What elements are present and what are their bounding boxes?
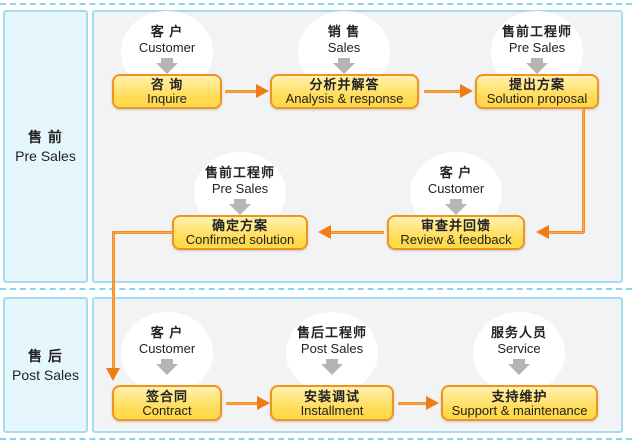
step-solution-proposal: 提出方案 Solution proposal — [475, 74, 599, 109]
step-label-zh: 提出方案 — [508, 77, 565, 92]
step-label-zh: 支持维护 — [491, 388, 548, 404]
arrow-line — [548, 230, 584, 234]
role-service-staff: 服务人员 Service — [473, 312, 565, 394]
step-label-en: Analysis & response — [285, 91, 404, 106]
arrow-line — [225, 89, 256, 93]
step-label-zh: 咨 询 — [150, 77, 184, 92]
step-confirmed-solution: 确定方案 Confirmed solution — [172, 215, 308, 250]
role-label-zh: 客 户 — [439, 165, 473, 180]
postsales-sidebar-label-zh: 售 后 — [28, 347, 63, 364]
arrow-head-right-icon — [426, 396, 439, 410]
down-arrow-icon — [229, 199, 251, 215]
arrow-line — [226, 401, 257, 405]
step-label-en: Inquire — [147, 91, 187, 106]
down-arrow-icon — [526, 58, 548, 74]
role-label-en: Pre Sales — [211, 181, 269, 196]
role-label-zh: 销 售 — [327, 24, 361, 39]
role-postsales-engineer: 售后工程师 Post Sales — [286, 312, 378, 394]
role-label-zh: 售前工程师 — [204, 165, 275, 180]
step-label-en: Review & feedback — [400, 232, 512, 247]
role-label-en: Sales — [327, 40, 361, 55]
presales-sidebar-label-en: Pre Sales — [15, 148, 76, 164]
step-contract: 签合同 Contract — [112, 385, 222, 421]
role-label-en: Post Sales — [300, 341, 364, 356]
step-installment: 安装调试 Installment — [270, 385, 394, 421]
step-inquire: 咨 询 Inquire — [112, 74, 222, 109]
step-label-en: Solution proposal — [486, 91, 588, 106]
presales-sidebar-label-zh: 售 前 — [28, 129, 63, 145]
arrow-line — [112, 230, 115, 369]
down-arrow-icon — [156, 359, 178, 375]
down-arrow-icon — [508, 359, 530, 375]
arrow-line — [112, 230, 172, 234]
step-analysis-response: 分析并解答 Analysis & response — [270, 74, 419, 109]
role-customer-contract: 客 户 Customer — [121, 312, 213, 394]
arrow-head-right-icon — [256, 84, 269, 98]
step-label-en: Confirmed solution — [185, 232, 295, 247]
role-label-en: Customer — [138, 40, 196, 55]
arrow-head-right-icon — [257, 396, 270, 410]
down-arrow-icon — [445, 199, 467, 215]
step-label-zh: 安装调试 — [303, 388, 360, 404]
role-label-zh: 售前工程师 — [501, 24, 572, 39]
divider-middle — [0, 288, 632, 290]
role-label-en: Customer — [427, 181, 485, 196]
step-label-en: Contract — [142, 402, 192, 418]
down-arrow-icon — [321, 359, 343, 375]
arrow-head-right-icon — [460, 84, 473, 98]
role-label-zh: 服务人员 — [490, 325, 547, 340]
role-label-en: Service — [497, 341, 541, 356]
step-label-zh: 审查并回馈 — [420, 218, 491, 233]
role-label-zh: 客 户 — [150, 24, 184, 39]
step-support-maintenance: 支持维护 Support & maintenance — [441, 385, 598, 421]
presales-sidebar: 售 前 Pre Sales — [3, 10, 88, 283]
step-label-en: Support & maintenance — [451, 402, 588, 418]
step-label-zh: 签合同 — [145, 388, 188, 404]
arrow-head-left-icon — [536, 225, 549, 239]
postsales-sidebar-label-en: Post Sales — [12, 366, 79, 383]
role-label-zh: 客 户 — [150, 325, 184, 340]
down-arrow-icon — [333, 58, 355, 74]
down-arrow-icon — [156, 58, 178, 74]
divider-top — [0, 3, 632, 5]
arrow-line — [581, 108, 585, 233]
arrow-line — [398, 401, 426, 405]
arrow-head-down-icon — [106, 368, 120, 381]
divider-bottom — [0, 438, 632, 440]
step-label-en: Installment — [300, 402, 364, 418]
postsales-sidebar: 售 后 Post Sales — [3, 297, 88, 433]
role-label-en: Pre Sales — [508, 40, 566, 55]
role-label-zh: 售后工程师 — [296, 325, 367, 340]
arrow-line — [424, 89, 460, 93]
step-label-zh: 分析并解答 — [309, 77, 380, 92]
step-review-feedback: 审查并回馈 Review & feedback — [387, 215, 525, 250]
step-label-zh: 确定方案 — [211, 218, 268, 233]
arrow-head-left-icon — [318, 225, 331, 239]
role-label-en: Customer — [138, 341, 196, 356]
arrow-line — [331, 230, 384, 234]
